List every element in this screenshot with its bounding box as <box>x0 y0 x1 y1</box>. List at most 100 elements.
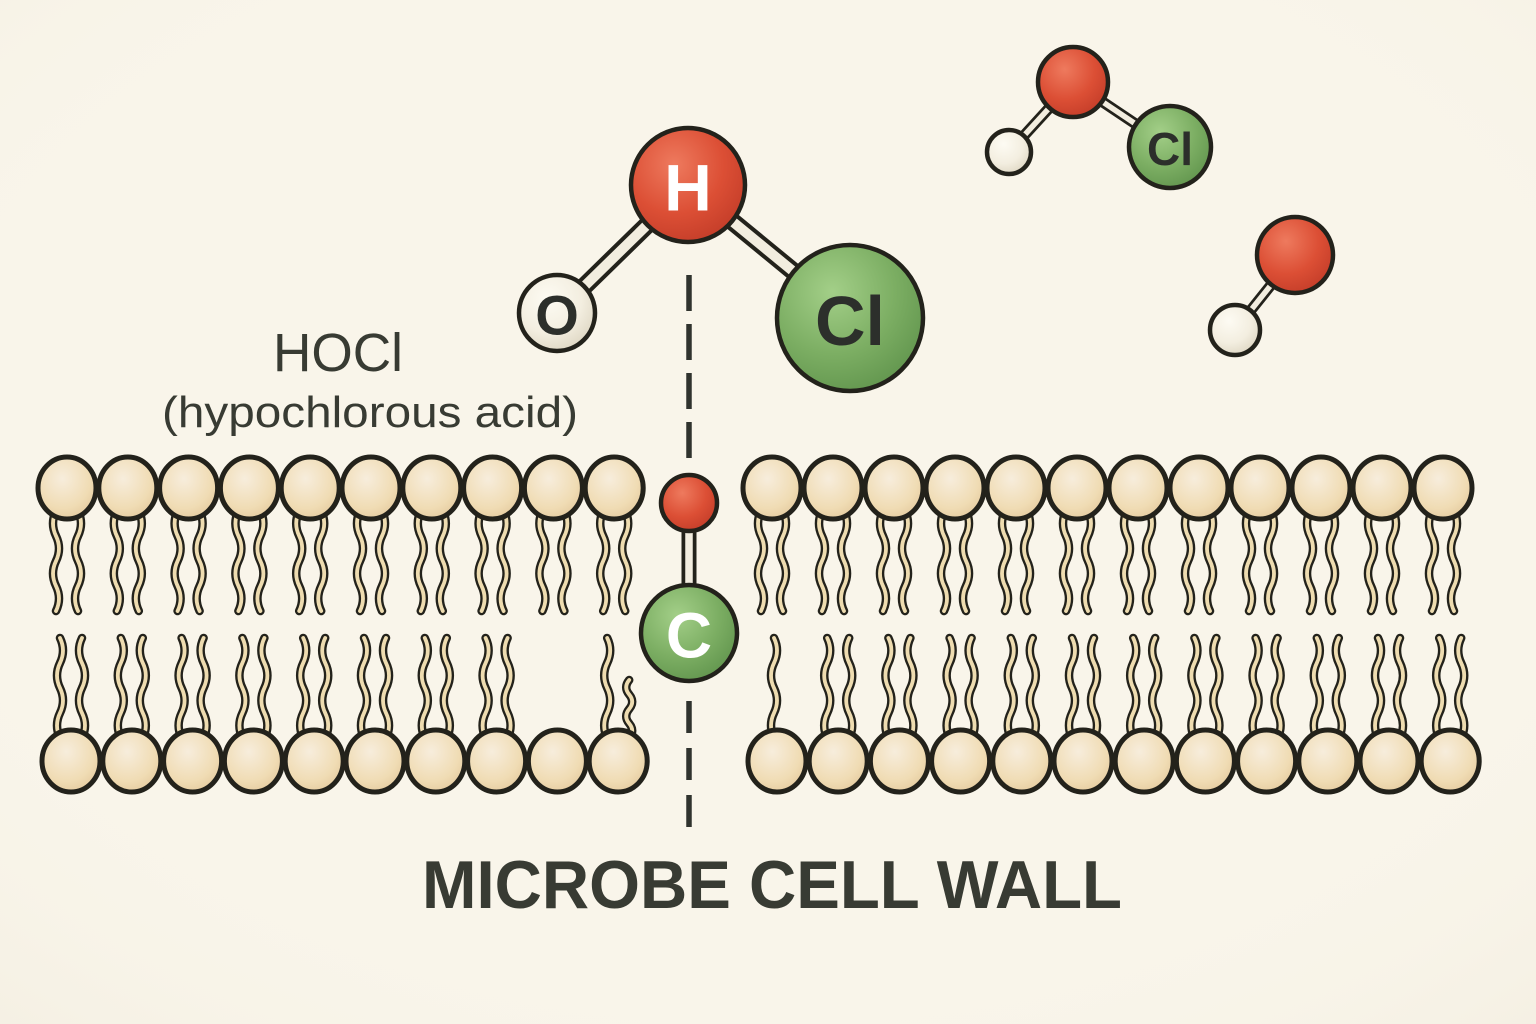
phospholipid <box>990 633 1054 795</box>
penetrating-molecule: C <box>638 472 740 684</box>
lipid-tail-fill <box>966 636 977 740</box>
lipid-tail-fill <box>437 509 448 613</box>
lipid-head <box>1173 727 1237 795</box>
lipid-tail-fill <box>598 509 609 613</box>
lipid-tail-fill <box>176 636 187 740</box>
lipid-tail-fill <box>498 509 509 613</box>
hocl-fragment-molecule: Cl <box>984 44 1214 191</box>
hocl-title: HOCl <box>273 323 403 383</box>
lipid-head <box>806 727 870 795</box>
lipid-head <box>465 727 529 795</box>
phospholipid <box>1106 454 1170 616</box>
lipid-tail-fill <box>172 509 183 613</box>
lipid-head <box>461 454 525 522</box>
lipid-head <box>1045 454 1109 522</box>
atom-sphere <box>1035 44 1111 120</box>
lipid-tail-fill <box>1327 509 1337 613</box>
phospholipid <box>740 454 804 616</box>
lipid-tail-fill <box>1427 509 1437 613</box>
phospholipid <box>282 633 346 795</box>
hocl-subtitle: (hypochlorous acid) <box>162 388 578 437</box>
lipid-head <box>923 454 987 522</box>
atom-o: O <box>516 272 598 354</box>
atom-label: C <box>666 600 712 672</box>
lipid-tail-fill <box>1373 636 1383 740</box>
lipid-head <box>1357 727 1421 795</box>
phospholipid <box>465 633 529 795</box>
phospholipid <box>1411 454 1475 616</box>
lipid-tail-fill <box>1027 636 1038 740</box>
atom-sphere <box>984 127 1034 177</box>
phospholipid <box>862 454 926 616</box>
lipid-tail-fill <box>1150 636 1161 740</box>
phospholipid <box>400 454 464 616</box>
phospholipid <box>96 454 160 616</box>
phospholipid <box>1167 454 1231 616</box>
lipid-tail-fill <box>1305 509 1315 613</box>
lipid-head <box>1350 454 1414 522</box>
atom-sphere <box>638 582 740 684</box>
lipid-head <box>35 454 99 522</box>
lipid-tail-fill <box>1000 509 1010 613</box>
phospholipid <box>217 454 281 616</box>
lipid-tail-fill <box>316 509 327 613</box>
atom-white-atom <box>984 127 1034 177</box>
lipid-head <box>990 727 1054 795</box>
lipid-tail-fill <box>294 509 305 613</box>
lipid-tail-fill <box>77 636 87 740</box>
phospholipid <box>801 454 865 616</box>
atom-label: H <box>664 151 712 225</box>
lipid-tail-fill <box>883 636 894 740</box>
phospholipid <box>461 454 525 616</box>
phospholipid <box>343 633 407 795</box>
lipid-head <box>400 454 464 522</box>
atom-h: H <box>628 125 748 245</box>
lipid-tail-fill <box>1067 636 1077 740</box>
membrane-row-bottom-right <box>745 633 1482 795</box>
lipid-tail-fill <box>55 636 65 740</box>
lipid-tail-fill <box>944 636 955 740</box>
lipid-tail-fill <box>620 509 631 613</box>
lipid-tail-fill <box>1128 636 1139 740</box>
lipid-tail-fill <box>111 509 122 613</box>
lipid-head <box>1411 454 1475 522</box>
lipid-tail-fill <box>961 509 971 613</box>
lipid-head <box>984 454 1048 522</box>
lipid-tail-fill <box>502 636 513 740</box>
lipid-head <box>100 727 164 795</box>
atom-sphere <box>1254 214 1336 296</box>
lipid-head <box>862 454 926 522</box>
atom-sphere <box>1126 103 1214 191</box>
atom-label: Cl <box>1147 123 1193 175</box>
lipid-tail-fill <box>878 509 888 613</box>
lipid-tail-fill <box>900 509 910 613</box>
lipid-head <box>929 727 993 795</box>
lipid-tail-fill <box>1395 636 1405 740</box>
lipid-tail-fill <box>133 509 144 613</box>
lipid-head <box>586 727 650 795</box>
lipid-head <box>1289 454 1353 522</box>
lipid-tail-fill <box>1434 636 1445 740</box>
lipid-head <box>582 454 646 522</box>
phospholipid <box>1112 633 1176 795</box>
lipid-head <box>221 727 285 795</box>
phospholipid <box>984 454 1048 616</box>
lipid-tail-fill <box>1122 509 1132 613</box>
lipid-tail-fill <box>1022 509 1032 613</box>
phospholipid <box>157 454 221 616</box>
lipid-tail-fill <box>1189 636 1200 740</box>
lipid-head <box>217 454 281 522</box>
lipid-tail-fill <box>1449 509 1459 613</box>
lipid-tail-fill <box>1083 509 1093 613</box>
lipid-head <box>1235 727 1299 795</box>
lipid-head <box>1051 727 1115 795</box>
lipid-tail-fill <box>1366 509 1376 613</box>
lipid-tail-fill <box>1005 636 1016 740</box>
membrane-row-top-left <box>35 454 646 616</box>
phospholipid <box>339 454 403 616</box>
lipid-tail-fill <box>476 509 487 613</box>
lipid-head <box>525 727 589 795</box>
phospholipid <box>1045 454 1109 616</box>
